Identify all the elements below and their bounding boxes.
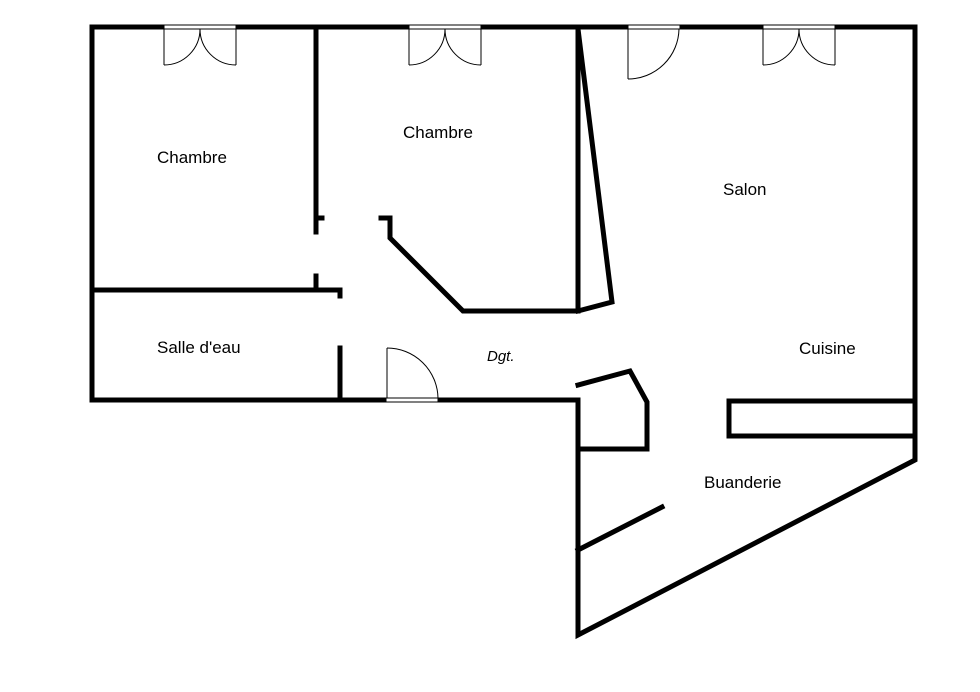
interior-walls [89,24,918,554]
room-label-chambre-left: Chambre [157,148,227,167]
window-center-bedroom [408,23,482,66]
window-left-bedroom [163,23,237,66]
window-salon-single [627,23,681,80]
room-label-buanderie: Buanderie [704,473,782,492]
room-label-chambre-center: Chambre [403,123,473,142]
room-label-cuisine: Cuisine [799,339,856,358]
outer-walls [89,24,918,640]
room-label-salle-deau: Salle d'eau [157,338,241,357]
room-label-degagement: Dgt. [487,348,515,365]
room-label-salon: Salon [723,180,766,199]
entrance-door [385,347,439,404]
window-salon-double [762,23,836,66]
